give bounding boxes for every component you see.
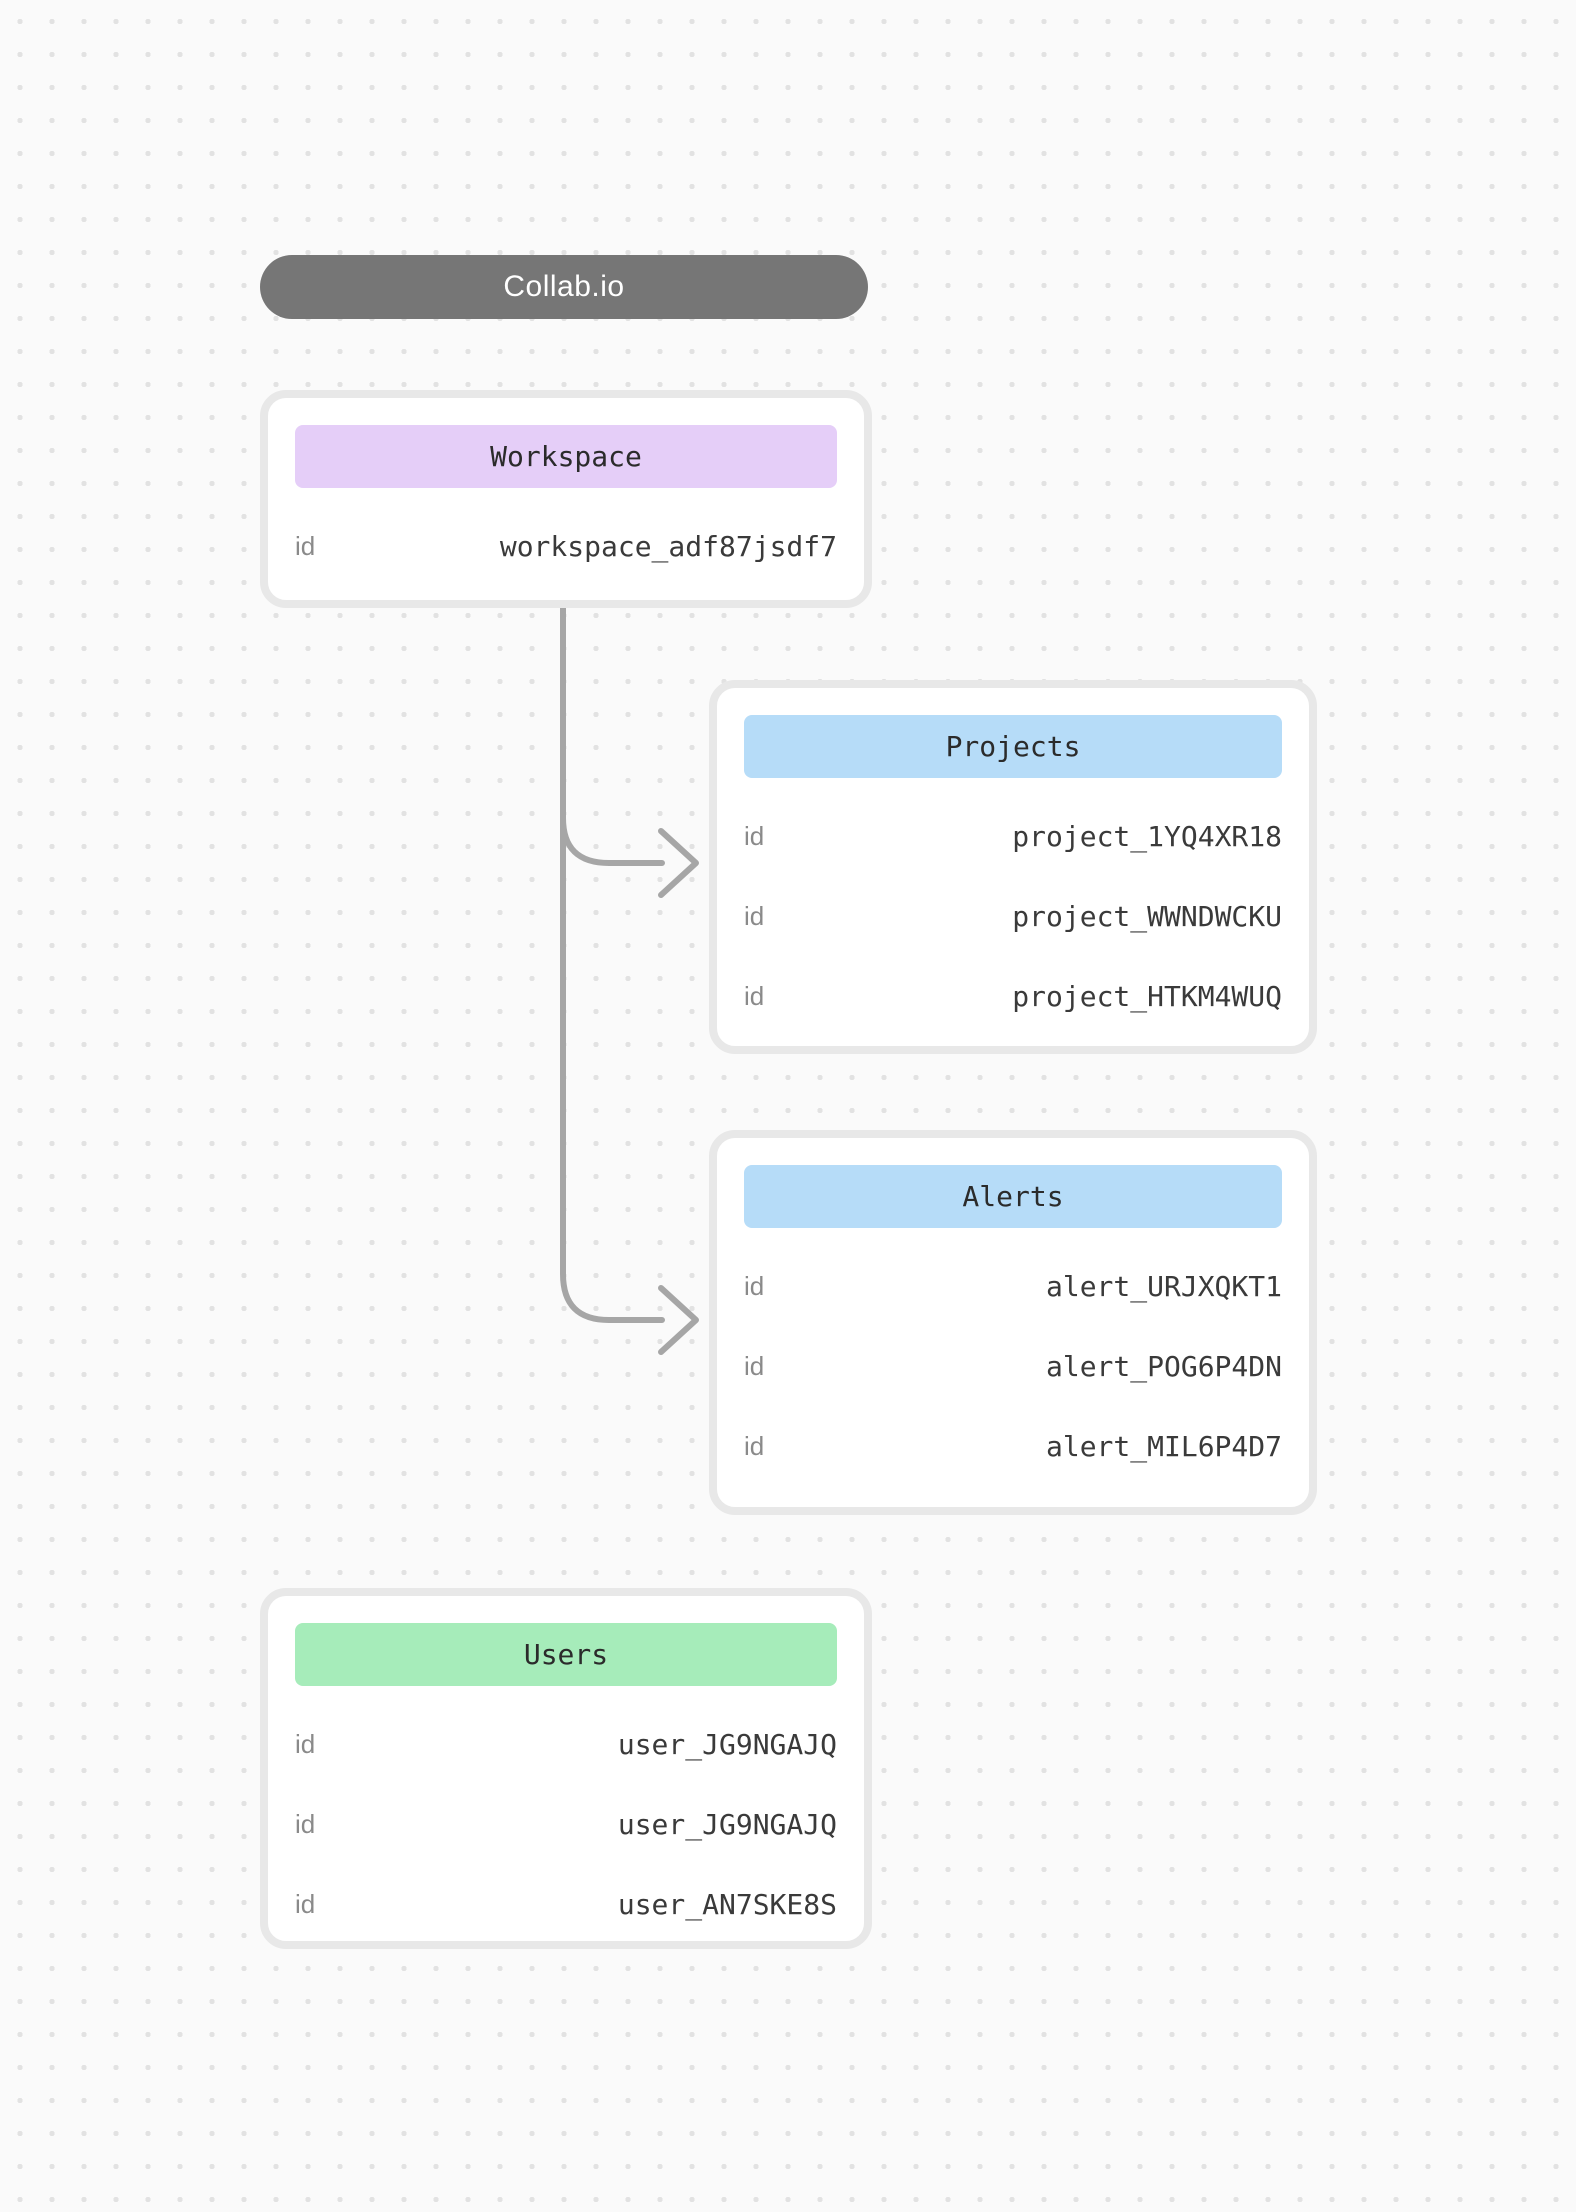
- table-row: id user_JG9NGAJQ: [295, 1704, 837, 1784]
- table-row: id project_WWNDWCKU: [744, 876, 1282, 956]
- field-value: project_WWNDWCKU: [1012, 899, 1282, 933]
- field-key: id: [744, 1270, 765, 1301]
- users-card[interactable]: Users id user_JG9NGAJQ id user_JG9NGAJQ …: [260, 1588, 872, 1949]
- field-key: id: [295, 1888, 316, 1919]
- alerts-card-header: Alerts: [744, 1165, 1282, 1228]
- field-value: user_AN7SKE8S: [617, 1887, 837, 1921]
- field-key: id: [295, 1728, 316, 1759]
- field-value: project_1YQ4XR18: [1012, 819, 1282, 853]
- table-row: id alert_POG6P4DN: [744, 1326, 1282, 1406]
- edge-workspace-to-alerts: [560, 605, 665, 1323]
- table-row: id workspace_adf87jsdf7: [295, 506, 837, 586]
- field-value: alert_POG6P4DN: [1045, 1349, 1282, 1383]
- alerts-card[interactable]: Alerts id alert_URJXQKT1 id alert_POG6P4…: [709, 1130, 1317, 1515]
- table-row: id alert_URJXQKT1: [744, 1246, 1282, 1326]
- field-value: alert_URJXQKT1: [1045, 1269, 1282, 1303]
- table-row: id project_1YQ4XR18: [744, 796, 1282, 876]
- field-value: alert_MIL6P4D7: [1045, 1429, 1282, 1463]
- table-row: id user_JG9NGAJQ: [295, 1784, 837, 1864]
- diagram-title-pill[interactable]: Collab.io: [260, 255, 868, 319]
- field-key: id: [744, 980, 765, 1011]
- field-key: id: [744, 900, 765, 931]
- field-key: id: [744, 1430, 765, 1461]
- field-value: project_HTKM4WUQ: [1012, 979, 1282, 1013]
- table-row: id user_AN7SKE8S: [295, 1864, 837, 1944]
- projects-card-header: Projects: [744, 715, 1282, 778]
- arrowhead-projects-icon: [658, 828, 699, 898]
- workspace-card-header: Workspace: [295, 425, 837, 488]
- field-value: user_JG9NGAJQ: [617, 1807, 837, 1841]
- projects-card[interactable]: Projects id project_1YQ4XR18 id project_…: [709, 680, 1317, 1054]
- arrowhead-alerts-icon: [658, 1285, 699, 1355]
- field-key: id: [744, 1350, 765, 1381]
- workspace-card[interactable]: Workspace id workspace_adf87jsdf7: [260, 390, 872, 608]
- field-key: id: [295, 530, 316, 561]
- field-key: id: [744, 820, 765, 851]
- diagram-title: Collab.io: [503, 270, 625, 303]
- edge-workspace-to-projects: [560, 815, 665, 866]
- table-row: id alert_MIL6P4D7: [744, 1406, 1282, 1486]
- field-value: user_JG9NGAJQ: [617, 1727, 837, 1761]
- field-value: workspace_adf87jsdf7: [499, 529, 837, 563]
- table-row: id project_HTKM4WUQ: [744, 956, 1282, 1036]
- field-key: id: [295, 1808, 316, 1839]
- users-card-header: Users: [295, 1623, 837, 1686]
